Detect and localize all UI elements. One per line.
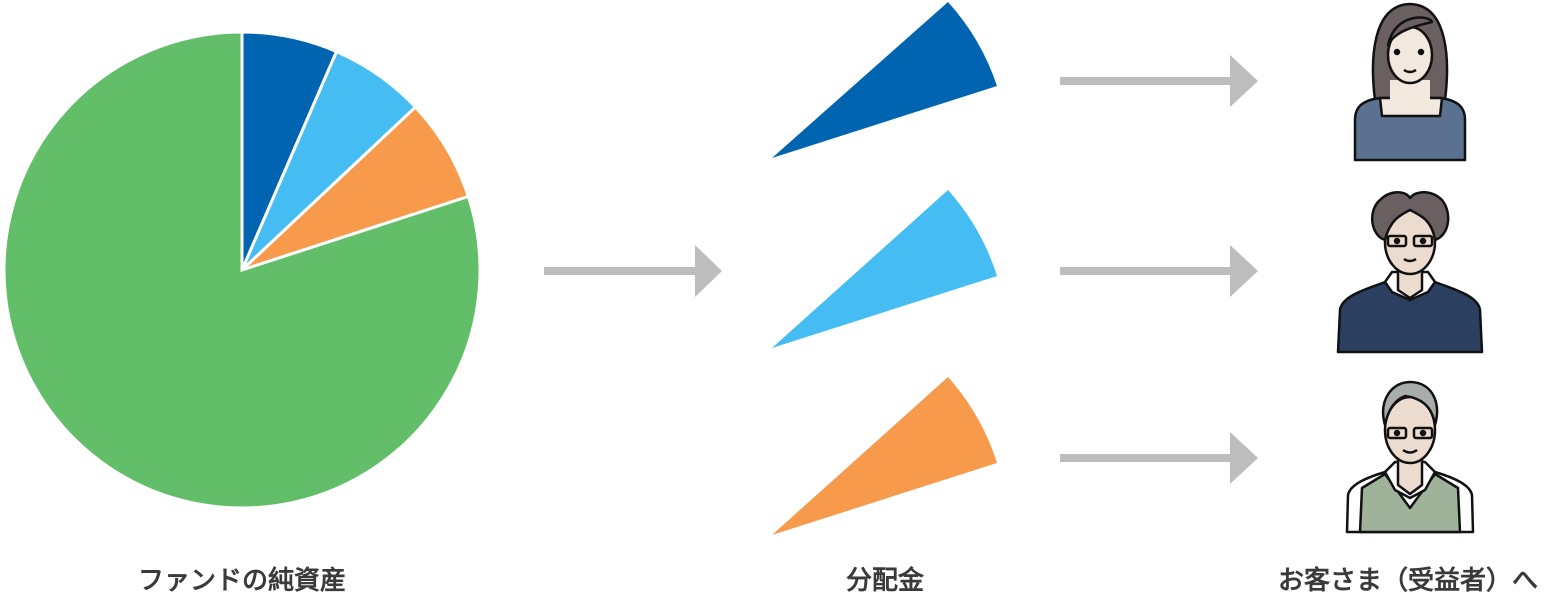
pie-slice-remaining (2, 30, 482, 510)
distribution-wedges (772, 2, 997, 535)
man-avatar (1336, 191, 1484, 354)
pie-chart (2, 30, 482, 510)
arrow-pie-to-distribution (544, 245, 722, 297)
pie-slice-distribution-3 (240, 104, 471, 272)
wedge-blue (772, 2, 997, 158)
woman-avatar (1353, 2, 1467, 162)
distribution-label: 分配金 (845, 566, 925, 596)
wedge-orange (772, 377, 997, 535)
wedge-lightblue (772, 190, 997, 348)
recipients-label: お客さま（受益者）へ (1277, 566, 1539, 596)
fund-net-assets-label: ファンドの純資産 (137, 566, 347, 596)
arrows-to-recipients (1060, 55, 1258, 484)
elder-avatar (1345, 380, 1475, 534)
